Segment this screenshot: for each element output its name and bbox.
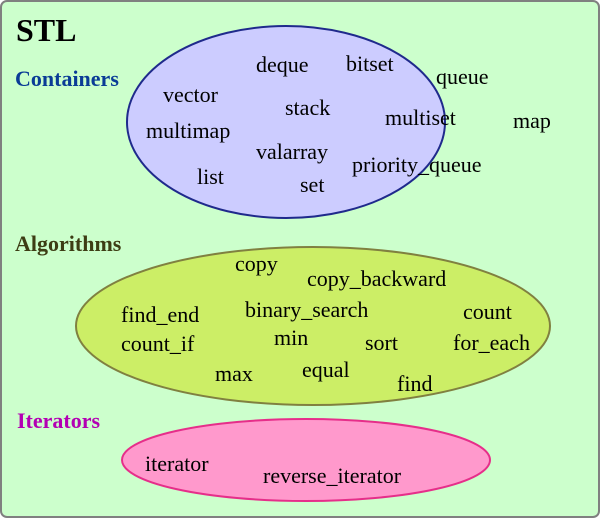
container-item-priority-queue: priority_queue xyxy=(352,152,482,177)
algorithm-item-find-end: find_end xyxy=(121,302,199,327)
iterators-group: Iterators iterator reverse_iterator xyxy=(17,408,491,502)
algorithm-item-min: min xyxy=(274,325,308,350)
algorithm-item-copy-backward: copy_backward xyxy=(307,266,446,291)
container-item-bitset: bitset xyxy=(346,51,394,76)
containers-label: Containers xyxy=(15,66,119,91)
container-item-list: list xyxy=(197,164,224,189)
iterators-label: Iterators xyxy=(17,408,101,433)
containers-group: Containers deque bitset queue vector sta… xyxy=(15,25,551,219)
container-item-map: map xyxy=(513,108,551,133)
container-item-set: set xyxy=(300,172,324,197)
algorithm-item-binary-search: binary_search xyxy=(245,297,368,322)
algorithm-item-count-if: count_if xyxy=(121,331,195,356)
diagram-title: STL xyxy=(16,12,76,48)
algorithm-item-sort: sort xyxy=(365,330,398,355)
iterator-item-iterator: iterator xyxy=(145,451,209,476)
algorithm-item-count: count xyxy=(463,299,512,324)
container-item-valarray: valarray xyxy=(256,139,328,164)
container-item-multimap: multimap xyxy=(146,118,230,143)
container-item-stack: stack xyxy=(285,95,330,120)
container-item-deque: deque xyxy=(256,52,309,77)
algorithms-label: Algorithms xyxy=(15,231,122,256)
algorithms-group: Algorithms copy copy_backward find_end b… xyxy=(15,231,551,406)
algorithm-item-max: max xyxy=(215,361,253,386)
algorithm-item-equal: equal xyxy=(302,357,350,382)
algorithm-item-find: find xyxy=(397,371,432,396)
container-item-multiset: multiset xyxy=(385,105,456,130)
iterators-ellipse xyxy=(121,418,491,502)
algorithm-item-for-each: for_each xyxy=(453,330,530,355)
container-item-queue: queue xyxy=(436,64,489,89)
iterator-item-reverse-iterator: reverse_iterator xyxy=(263,463,402,488)
container-item-vector: vector xyxy=(163,82,219,107)
algorithms-ellipse xyxy=(75,246,551,406)
algorithm-item-copy: copy xyxy=(235,251,278,276)
containers-ellipse xyxy=(126,25,446,219)
